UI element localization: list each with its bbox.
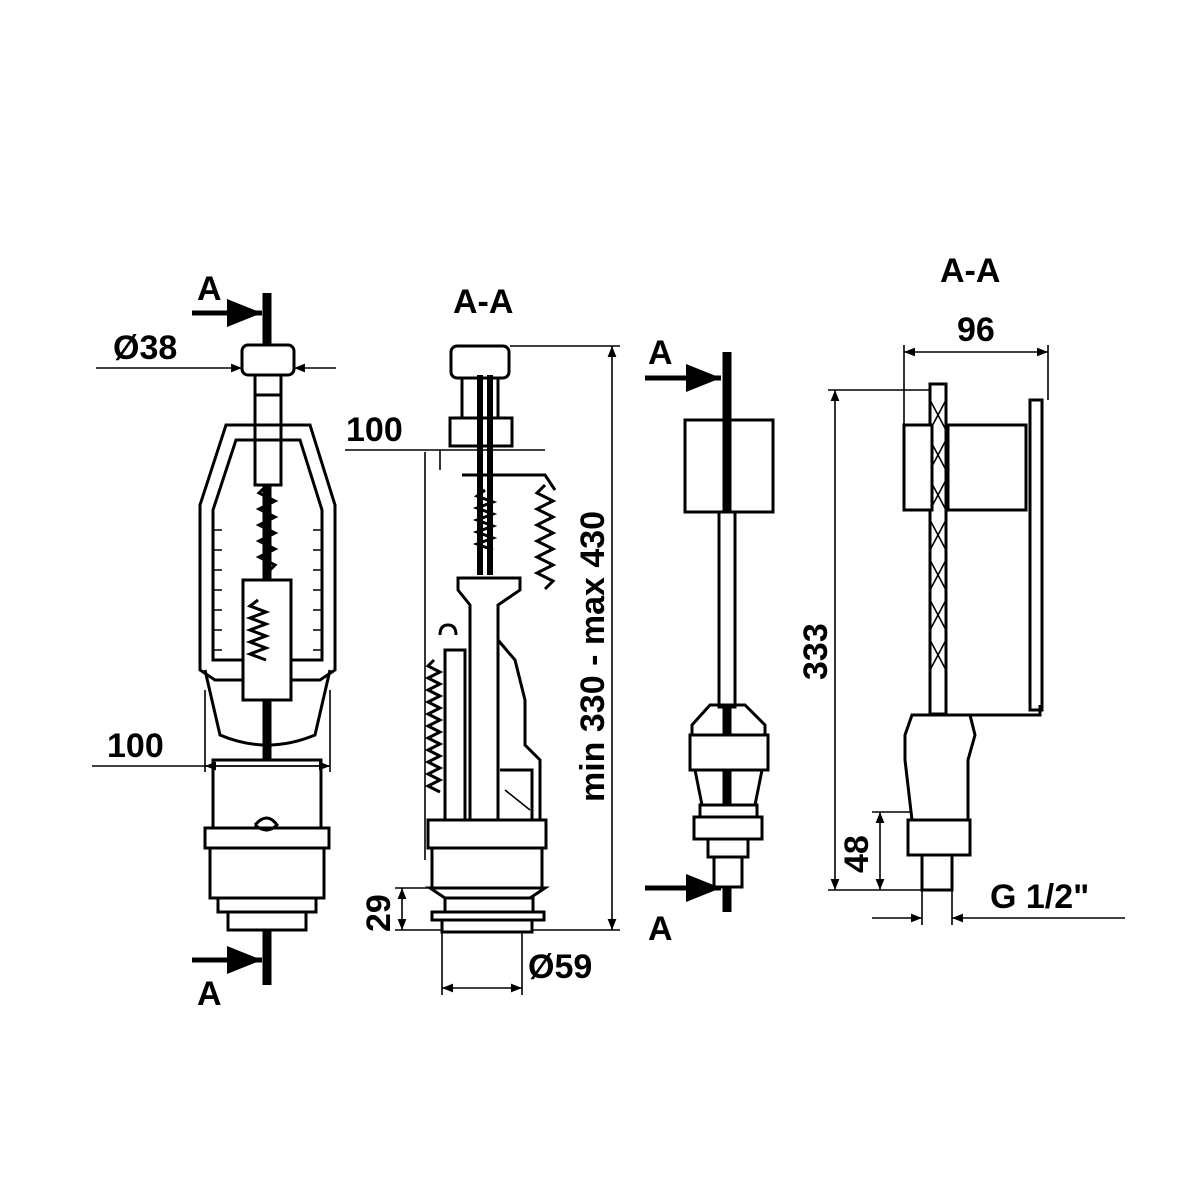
dim-flush-height-range: min 330 - max 430 [574,511,612,802]
section-marker-a-bottom: A [197,975,222,1013]
section-marker-a-top: A [197,270,222,308]
dim-outlet-diameter: Ø59 [528,948,592,986]
fill-valve-front-view [645,352,775,912]
flush-valve-section-view [345,344,620,995]
dim-inlet-height: 48 [838,835,876,873]
section-title-fill: A-A [940,252,1000,290]
dim-flush-lever-width: 100 [346,411,403,449]
fill-valve-section-view [828,345,1125,925]
dim-base-height: 29 [360,894,398,932]
section-marker-a-bottom-2: A [648,910,673,948]
flush-valve-front-view [92,293,337,985]
section-marker-a-top-2: A [648,334,673,372]
section-title-flush: A-A [453,283,513,321]
dim-button-diameter: Ø38 [113,329,177,367]
dim-flush-width: 100 [107,727,164,765]
dim-thread-size: G 1/2" [990,878,1089,916]
dim-fill-height: 333 [797,623,835,680]
dim-fill-width: 96 [957,311,995,349]
